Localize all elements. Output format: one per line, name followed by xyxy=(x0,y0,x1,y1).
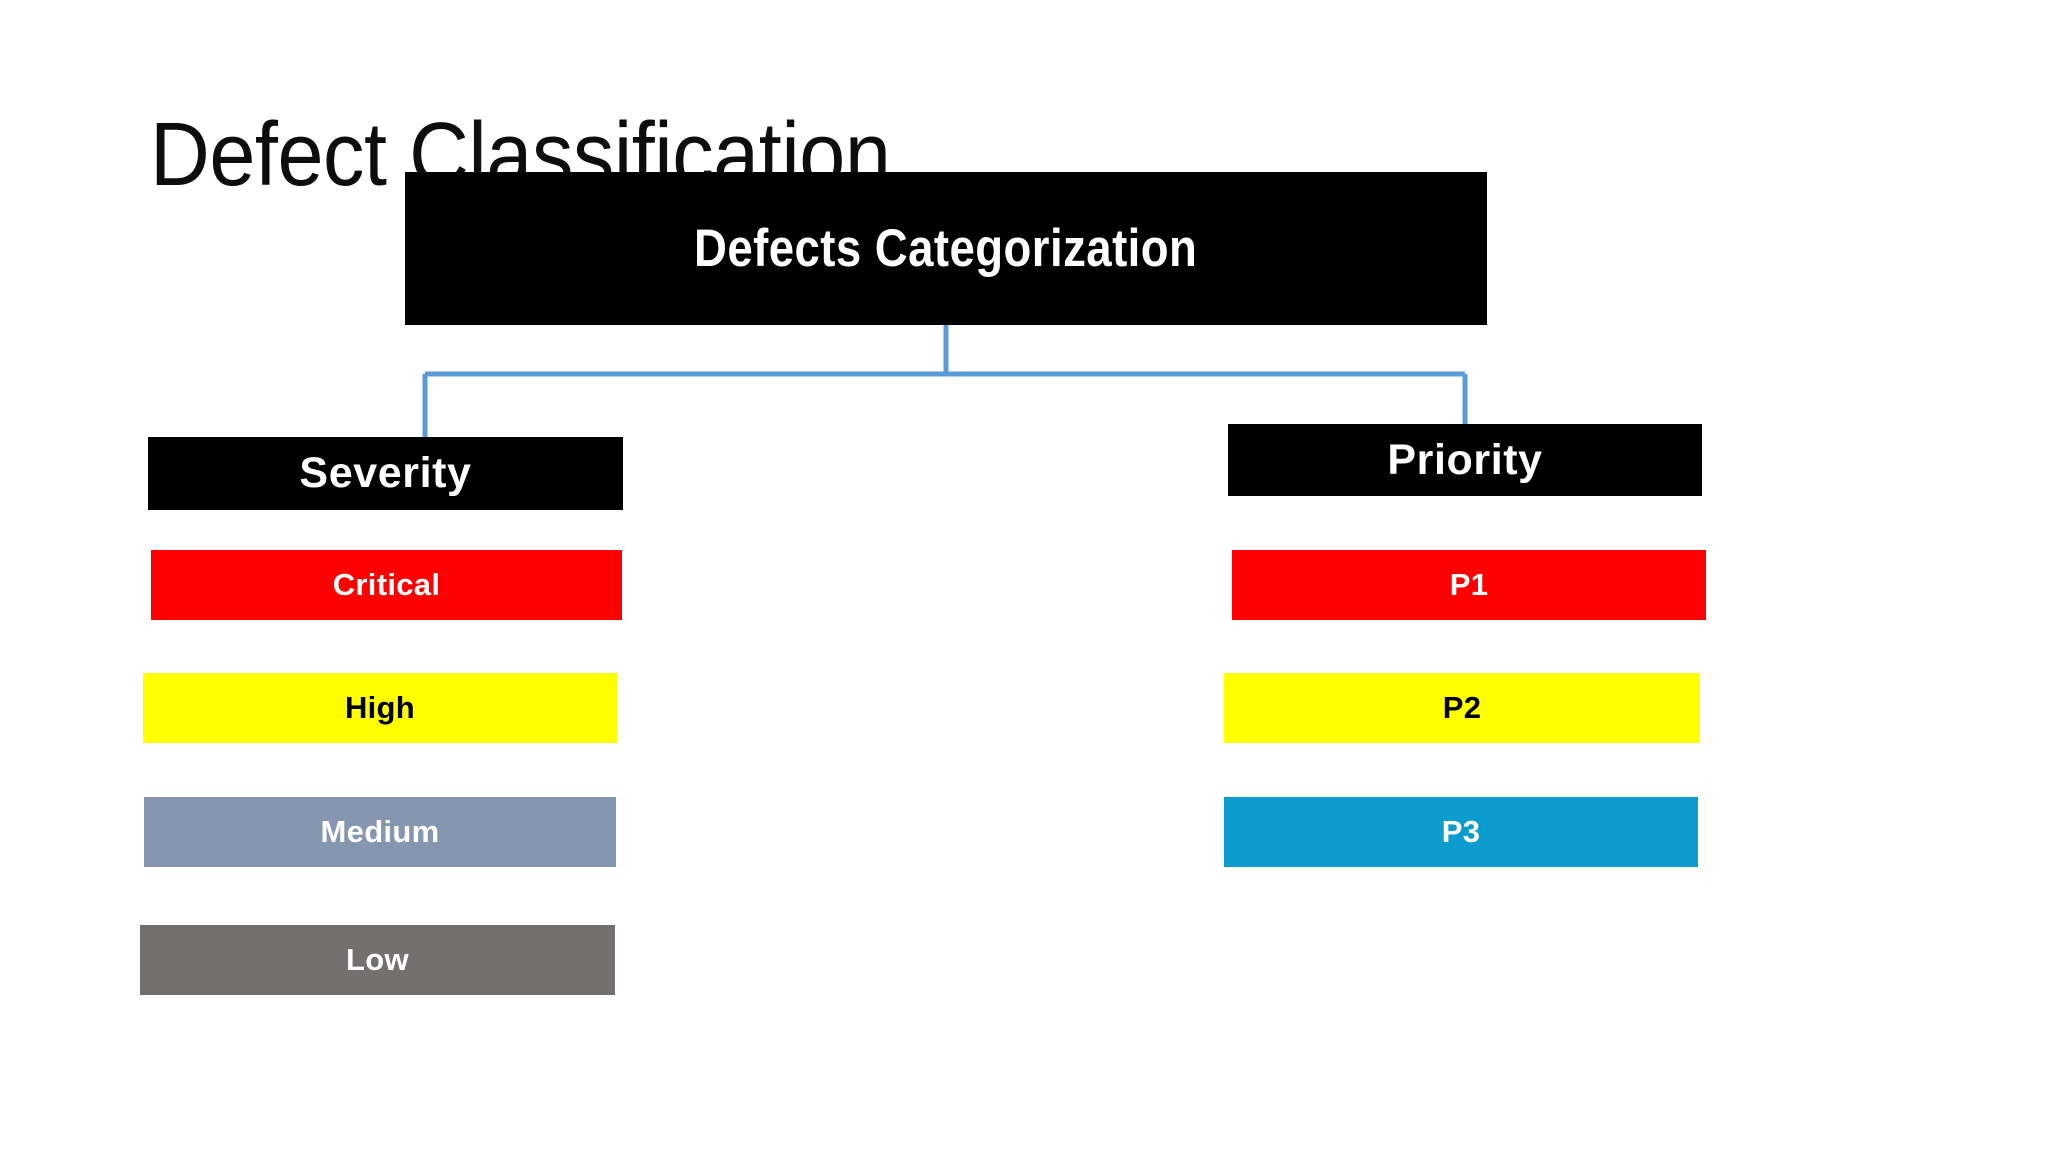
node-priority-header[interactable]: Priority xyxy=(1228,424,1702,496)
node-label: P2 xyxy=(1442,690,1482,725)
node-severity-low[interactable]: Low xyxy=(140,925,615,995)
node-defects-categorization[interactable]: Defects Categorization xyxy=(405,172,1487,325)
node-label: Medium xyxy=(320,814,440,849)
node-severity-medium[interactable]: Medium xyxy=(144,797,616,867)
node-label: Priority xyxy=(1387,435,1543,484)
node-label: Severity xyxy=(299,449,472,497)
node-severity-critical[interactable]: Critical xyxy=(151,550,622,620)
node-priority-p3[interactable]: P3 xyxy=(1224,797,1698,867)
node-priority-p1[interactable]: P1 xyxy=(1232,550,1706,620)
node-label: Low xyxy=(346,942,409,977)
node-label: Critical xyxy=(332,567,441,602)
node-severity-high[interactable]: High xyxy=(143,673,617,743)
node-label: P3 xyxy=(1441,814,1481,849)
node-label: High xyxy=(344,690,416,725)
node-label: Defects Categorization xyxy=(694,219,1198,278)
node-priority-p2[interactable]: P2 xyxy=(1224,673,1700,743)
node-severity-header[interactable]: Severity xyxy=(148,437,623,510)
node-label: P1 xyxy=(1449,567,1489,602)
